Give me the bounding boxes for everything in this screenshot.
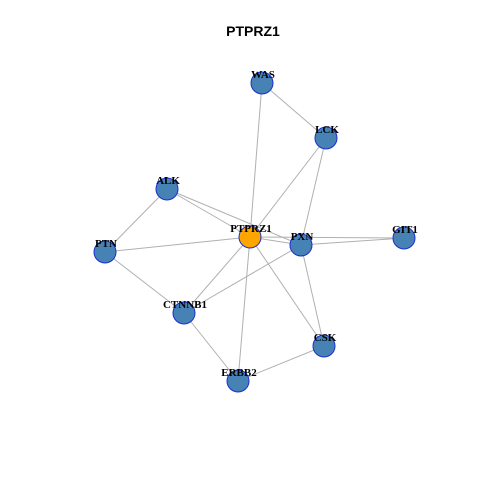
node-lck <box>314 126 338 150</box>
node-label-ptprz1: PTPRZ1 <box>230 223 272 235</box>
edge-lck-ptprz1 <box>249 137 327 238</box>
nodes-layer <box>93 71 416 393</box>
node-csk <box>312 334 336 358</box>
node-label-ctnnb1: CTNNB1 <box>163 299 207 311</box>
edge-was-ptprz1 <box>249 82 263 238</box>
node-ctnnb1 <box>172 301 196 325</box>
node-pxn <box>289 233 313 257</box>
node-label-pxn: PXN <box>291 231 314 243</box>
node-alk <box>155 177 179 201</box>
edge-pxn-git1 <box>300 237 405 246</box>
node-label-lck: LCK <box>315 124 339 136</box>
node-label-erbb2: ERBB2 <box>221 367 257 379</box>
edge-alk-pxn <box>166 188 302 246</box>
edge-ptprz1-csk <box>249 236 325 347</box>
edge-ctnnb1-erbb2 <box>183 312 239 382</box>
edge-ptprz1-ctnnb1 <box>183 236 251 314</box>
edge-was-lck <box>261 82 327 139</box>
edge-ptn-ctnnb1 <box>104 251 185 314</box>
edge-ptprz1-erbb2 <box>237 236 251 382</box>
edge-csk-erbb2 <box>237 345 325 382</box>
node-label-git1: GIT1 <box>392 224 418 236</box>
edge-alk-ptprz1 <box>166 188 251 238</box>
edge-pxn-ctnnb1 <box>183 244 302 314</box>
node-ptprz1 <box>238 225 262 249</box>
node-label-was: WAS <box>251 69 275 81</box>
edge-lck-pxn <box>300 137 327 246</box>
node-was <box>250 71 274 95</box>
edge-ptprz1-git1 <box>249 236 405 239</box>
edge-pxn-csk <box>300 244 325 347</box>
node-label-ptn: PTN <box>95 238 117 250</box>
node-ptn <box>93 240 117 264</box>
node-label-csk: CSK <box>314 332 337 344</box>
edges-layer <box>104 82 405 382</box>
node-label-alk: ALK <box>156 175 180 187</box>
edge-ptn-ptprz1 <box>104 236 251 253</box>
node-git1 <box>392 226 416 250</box>
edge-alk-ptn <box>104 188 168 253</box>
node-erbb2 <box>226 369 250 393</box>
graph-title: PTPRZ1 <box>226 23 280 39</box>
